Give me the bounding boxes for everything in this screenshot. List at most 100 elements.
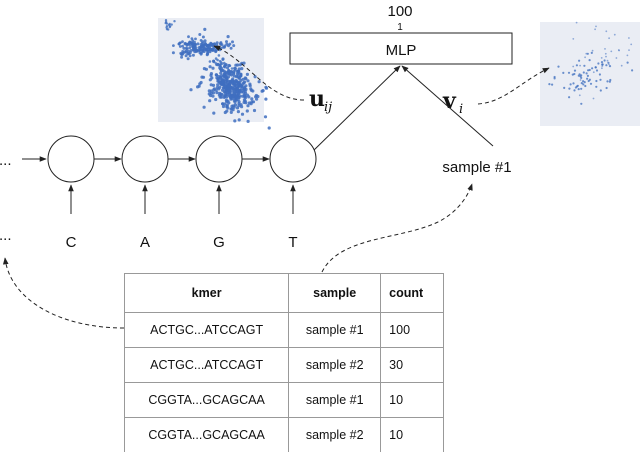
embedding-point <box>237 77 240 80</box>
embedding-point <box>572 82 574 84</box>
embedding-point <box>261 90 264 93</box>
embedding-point <box>225 43 228 46</box>
embedding-point <box>605 30 607 32</box>
embedding-point <box>233 119 236 122</box>
embedding-point <box>194 38 197 41</box>
v-embedding-panel <box>540 22 640 126</box>
embedding-point <box>189 88 192 91</box>
embedding-point <box>595 80 597 82</box>
embedding-point <box>587 69 589 71</box>
embedding-point <box>575 86 577 88</box>
embedding-point <box>228 82 231 85</box>
embedding-point <box>230 108 233 111</box>
embedding-point <box>231 79 234 82</box>
dashed-table-to-sample <box>322 184 472 272</box>
embedding-point <box>202 44 205 47</box>
table-header-row: kmer sample count <box>125 274 444 313</box>
embedding-point <box>215 57 218 60</box>
embedding-point <box>181 53 184 56</box>
embedding-point <box>240 67 243 70</box>
embedding-point <box>226 104 229 107</box>
cell-count: 30 <box>381 348 444 383</box>
embedding-point <box>219 81 222 84</box>
embedding-point <box>209 60 212 63</box>
embedding-point <box>249 87 252 90</box>
embedding-point <box>225 40 228 43</box>
embedding-point <box>208 99 211 102</box>
embedding-point <box>608 37 610 39</box>
embedding-point <box>172 44 175 47</box>
embedding-point <box>246 109 249 112</box>
rnn-cell-3 <box>196 136 242 182</box>
embedding-point <box>215 91 218 94</box>
header-count: count <box>381 274 444 313</box>
embedding-point <box>168 24 170 26</box>
sample-label: sample #1 <box>442 159 511 176</box>
embedding-point <box>576 64 578 66</box>
embedding-point <box>600 89 602 91</box>
u-symbol: u <box>309 86 325 112</box>
cell-kmer: CGGTA...GCAGCAA <box>125 383 289 418</box>
embedding-point <box>596 69 598 71</box>
embedding-point <box>253 109 256 112</box>
embedding-point <box>165 26 167 28</box>
base-letter-t: T <box>288 234 297 251</box>
embedding-point <box>244 90 247 93</box>
rnn-cell-1 <box>48 136 94 182</box>
embedding-point <box>198 82 201 85</box>
embedding-point <box>597 62 599 64</box>
embedding-point <box>202 46 205 49</box>
embedding-point <box>241 113 244 116</box>
embedding-point <box>203 28 206 31</box>
embedding-point <box>179 45 182 48</box>
embedding-point <box>572 38 574 40</box>
embedding-point <box>209 42 212 45</box>
embedding-point <box>234 69 237 72</box>
embedding-point <box>237 96 240 99</box>
embedding-point <box>249 84 252 87</box>
embedding-point <box>580 103 582 105</box>
embedding-point <box>186 47 189 50</box>
embedding-point <box>229 64 232 67</box>
embedding-point <box>198 33 201 36</box>
embedding-point <box>616 57 618 59</box>
embedding-point <box>243 101 246 104</box>
ellipsis-top: ... <box>0 152 12 169</box>
embedding-point <box>577 85 579 87</box>
v-symbol: v <box>442 88 457 114</box>
table-row: ACTGC...ATCCAGT sample #2 30 <box>125 348 444 383</box>
embedding-point <box>580 79 582 81</box>
embedding-point <box>172 51 175 54</box>
embedding-point <box>209 65 212 68</box>
embedding-point <box>212 84 215 87</box>
embedding-point <box>607 60 609 62</box>
u-subscript: ij <box>324 100 332 115</box>
embedding-point <box>578 88 580 90</box>
embedding-point <box>186 44 189 47</box>
embedding-point <box>191 39 194 42</box>
embedding-point <box>583 71 585 73</box>
embedding-point <box>572 66 574 68</box>
embedding-point <box>627 62 629 64</box>
embedding-point <box>238 100 241 103</box>
embedding-point <box>185 51 188 54</box>
embedding-point <box>247 120 250 123</box>
embedding-point <box>209 74 212 77</box>
embedding-point <box>211 67 214 70</box>
embedding-point <box>202 36 205 39</box>
embedding-point <box>232 44 235 47</box>
embedding-point <box>215 73 218 76</box>
embedding-point <box>576 22 578 24</box>
embedding-point <box>216 83 219 86</box>
embedding-point <box>242 62 245 65</box>
embedding-point <box>191 42 194 45</box>
header-kmer: kmer <box>125 274 289 313</box>
embedding-point <box>200 52 203 55</box>
embedding-point <box>582 80 584 82</box>
embedding-point <box>214 98 217 101</box>
edge-sample-to-mlp <box>402 66 493 146</box>
embedding-point <box>584 85 586 87</box>
embedding-point <box>572 74 574 76</box>
embedding-point <box>551 84 553 86</box>
embedding-point <box>198 46 201 49</box>
